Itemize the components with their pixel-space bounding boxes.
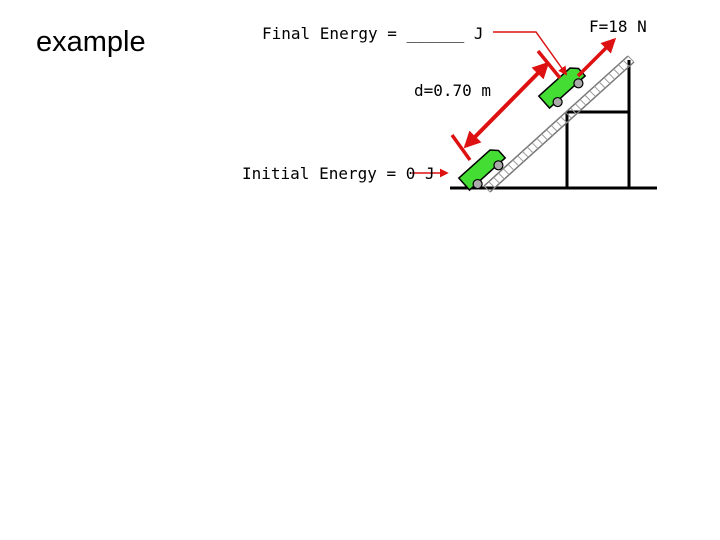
force-arrow — [576, 37, 617, 78]
ramp-hatch-mark — [498, 172, 505, 180]
distance-arrow — [450, 49, 562, 162]
cart-wheel — [552, 96, 563, 108]
ramp-hatch-mark — [522, 150, 529, 158]
final-energy-pointer — [493, 31, 568, 76]
ramp-hatch-mark — [603, 77, 611, 85]
ramp-hatch-mark — [613, 68, 620, 76]
ramp-hatch-mark — [493, 176, 500, 184]
ramp-hatch-mark — [546, 129, 553, 137]
cart-initial-position — [457, 149, 507, 192]
ramp-hatch-mark — [570, 107, 577, 115]
ramp-hatch-mark — [536, 137, 544, 145]
ramp-hatch-mark — [574, 103, 582, 111]
ramp-hatch-mark — [526, 146, 534, 154]
slide-title: example — [36, 26, 146, 58]
ramp-hatch-mark — [531, 142, 539, 150]
cart-wheel — [573, 78, 584, 89]
ramp-hatch-mark — [550, 124, 558, 132]
ramp-hatch-mark — [483, 185, 491, 193]
ramp-hatch-mark — [555, 120, 563, 128]
final-energy-label: Final Energy = ______ J — [262, 24, 484, 43]
ramp-hatch-mark — [579, 98, 587, 106]
ramp-hatch-mark — [541, 133, 548, 141]
ramp-hatch-mark — [598, 81, 606, 89]
ramp-hatch-mark — [512, 159, 520, 167]
initial-energy-label: Initial Energy = 0 J — [242, 164, 435, 183]
ramp-hatch-mark — [622, 59, 630, 67]
ramp-hatch-mark — [584, 94, 592, 102]
distance-label: d=0.70 m — [414, 81, 491, 100]
ramp-hatch-mark — [502, 168, 510, 176]
cart-wheel — [472, 178, 483, 190]
ramp-hatch-mark — [594, 85, 601, 93]
ramp-hatch-mark — [618, 64, 625, 72]
ramp-hatch-mark — [560, 116, 568, 124]
ramp-hatch-mark — [488, 181, 496, 189]
ramp-hatch-mark — [565, 111, 572, 119]
ramp-hatch-mark — [589, 90, 596, 98]
cart-wheel — [493, 160, 504, 171]
ramp — [483, 55, 635, 193]
force-label: F=18 N — [589, 17, 647, 36]
ramp-hatch-mark — [627, 55, 635, 63]
ramp-hatch-mark — [507, 163, 515, 171]
ramp-hatch-mark — [517, 155, 524, 163]
ramp-hatch-mark — [608, 72, 616, 80]
